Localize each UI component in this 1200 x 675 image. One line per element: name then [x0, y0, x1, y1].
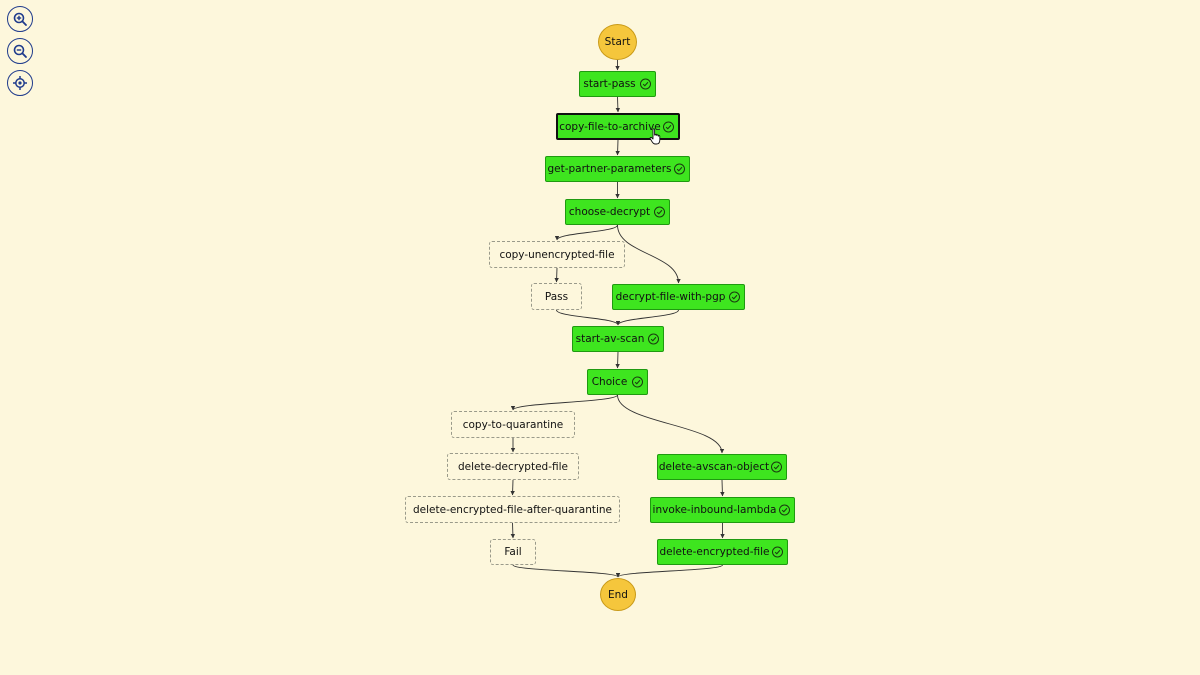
edge-choose_decrypt-to-decrypt_file_with_pgp [617, 224, 681, 284]
state-copy-unencrypted-file[interactable]: copy-unencrypted-file [489, 241, 625, 268]
state-start-pass[interactable]: start-pass [579, 71, 656, 97]
node-label: delete-encrypted-file-after-quarantine [412, 503, 613, 516]
node-label: delete-decrypted-file [458, 460, 568, 473]
zoom-out-button[interactable] [7, 38, 33, 64]
node-label: delete-encrypted-file [659, 546, 770, 558]
edge-choice-to-copy_to_quarantine [510, 394, 618, 411]
state-start-av-scan[interactable]: start-av-scan [572, 326, 664, 352]
node-label: get-partner-parameters [547, 163, 672, 175]
node-label: Fail [504, 546, 522, 558]
state-delete-encrypted-file[interactable]: delete-encrypted-file [657, 539, 788, 565]
edge-copy_file_to_archive-to-get_partner_parameters [615, 139, 620, 156]
zoom-out-icon [13, 44, 27, 58]
edge-delete_encrypted_file-to-end [615, 564, 723, 578]
state-copy-to-quarantine[interactable]: copy-to-quarantine [451, 411, 575, 438]
state-choice[interactable]: Choice [587, 369, 648, 395]
state-delete-avscan-object[interactable]: delete-avscan-object [657, 454, 787, 480]
node-label: invoke-inbound-lambda [652, 504, 777, 516]
node-label: start-av-scan [575, 333, 645, 345]
center-graph-button[interactable] [7, 70, 33, 96]
edge-copy_unencrypted_file-to-pass [554, 267, 559, 283]
check-circle-icon [771, 461, 782, 473]
node-label: choose-decrypt [568, 206, 651, 218]
check-circle-icon [674, 163, 685, 175]
start-node[interactable]: Start [598, 24, 637, 60]
node-label: Choice [591, 376, 628, 388]
state-delete-encrypted-file-after-quarantine[interactable]: delete-encrypted-file-after-quarantine [405, 496, 620, 523]
edge-choose_decrypt-to-copy_unencrypted_file [554, 224, 618, 241]
node-label: Start [604, 36, 631, 48]
node-label: End [608, 588, 628, 601]
edge-decrypt_file_with_pgp-to-start_av_scan [615, 309, 679, 326]
edge-delete_encrypted_file_after_quarantine-to-fail [510, 522, 516, 539]
state-get-partner-parameters[interactable]: get-partner-parameters [545, 156, 690, 182]
node-label: Pass [544, 290, 569, 303]
zoom-in-icon [13, 12, 27, 26]
node-label: start-pass [583, 78, 636, 90]
check-circle-icon [632, 376, 643, 388]
state-invoke-inbound-lambda[interactable]: invoke-inbound-lambda [650, 497, 795, 523]
edge-start_pass-to-copy_file_to_archive [615, 96, 621, 113]
crosshair-icon [13, 76, 27, 90]
state-copy-file-to-archive[interactable]: copy-file-to-archive [556, 113, 680, 140]
edge-fail-to-end [512, 564, 621, 578]
edge-choice-to-delete_avscan_object [617, 394, 725, 454]
state-pass[interactable]: Pass [531, 283, 582, 310]
state-fail[interactable]: Fail [490, 539, 536, 565]
check-circle-icon [663, 121, 674, 132]
check-circle-icon [654, 206, 665, 218]
edge-start_av_scan-to-choice [615, 351, 620, 369]
node-label: copy-unencrypted-file [499, 248, 615, 261]
check-circle-icon [729, 291, 740, 303]
zoom-in-button[interactable] [7, 6, 33, 32]
check-circle-icon [779, 504, 790, 516]
edge-delete_decrypted_file-to-delete_encrypted_file_after_quarantine [510, 479, 515, 496]
edge-delete_avscan_object-to-invoke_inbound_lambda [720, 479, 725, 497]
check-circle-icon [772, 546, 783, 558]
node-label: decrypt-file-with-pgp [615, 291, 726, 303]
end-node[interactable]: End [600, 578, 636, 611]
state-choose-decrypt[interactable]: choose-decrypt [565, 199, 670, 225]
check-circle-icon [648, 333, 659, 345]
state-decrypt-file-with-pgp[interactable]: decrypt-file-with-pgp [612, 284, 745, 310]
state-delete-decrypted-file[interactable]: delete-decrypted-file [447, 453, 579, 480]
node-label: copy-to-quarantine [462, 418, 564, 431]
node-label: copy-file-to-archive [559, 120, 661, 133]
node-label: delete-avscan-object [658, 461, 770, 473]
edge-pass-to-start_av_scan [556, 309, 621, 326]
check-circle-icon [640, 78, 651, 90]
